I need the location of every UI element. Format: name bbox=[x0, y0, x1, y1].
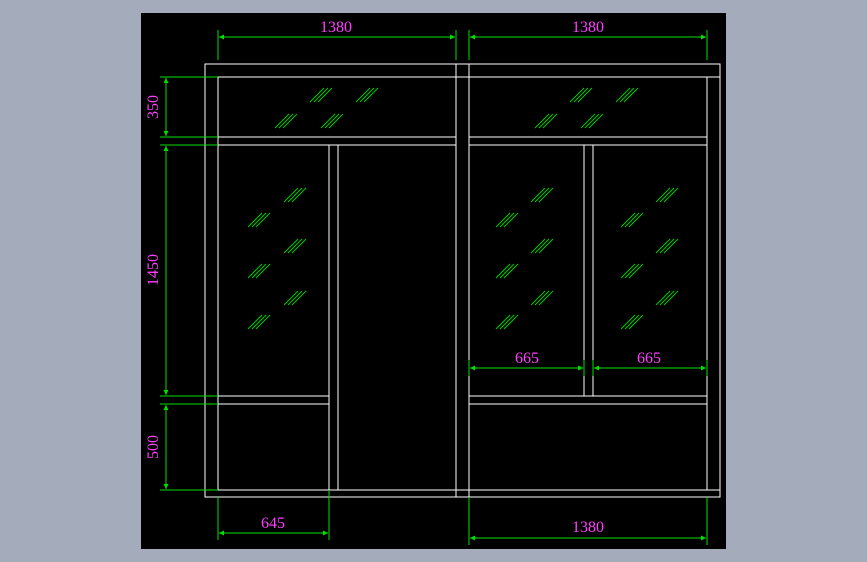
glass-hatch-line bbox=[251, 212, 267, 228]
glass-hatch-line bbox=[530, 238, 546, 254]
glass-hatch-line bbox=[251, 263, 267, 279]
glass-hatch-line bbox=[328, 113, 344, 129]
glass-hatch-line bbox=[534, 113, 550, 129]
glass-hatch-line bbox=[620, 263, 636, 279]
glass-hatch-line bbox=[624, 314, 640, 330]
glass-hatch-line bbox=[355, 87, 371, 103]
glass-hatch-line bbox=[663, 290, 679, 306]
dim-label-bottom-right: 1380 bbox=[572, 519, 604, 536]
glass-hatch-line bbox=[247, 314, 263, 330]
glass-hatch-line bbox=[309, 87, 325, 103]
glass-hatch-line bbox=[628, 212, 644, 228]
glass-hatch-line bbox=[628, 314, 644, 330]
glass-hatch-line bbox=[282, 113, 298, 129]
glass-hatch-line bbox=[503, 263, 519, 279]
dim-label-base: 500 bbox=[145, 435, 162, 459]
dim-label-door: 1450 bbox=[145, 254, 162, 286]
glass-hatch-line bbox=[577, 87, 593, 103]
glass-hatch-line bbox=[247, 212, 263, 228]
glass-hatch-line bbox=[659, 290, 675, 306]
glass-hatch-line bbox=[580, 113, 596, 129]
glass-hatch-line bbox=[534, 290, 550, 306]
glass-hatch-line bbox=[538, 187, 554, 203]
glass-hatch-line bbox=[495, 263, 511, 279]
glass-hatch-line bbox=[499, 314, 515, 330]
glass-hatch-line bbox=[573, 87, 589, 103]
glass-hatch-line bbox=[287, 238, 303, 254]
dim-label-right-a: 665 bbox=[515, 350, 539, 367]
glass-hatch-line bbox=[283, 238, 299, 254]
glass-hatch-line bbox=[283, 290, 299, 306]
glass-hatch-line bbox=[663, 187, 679, 203]
dim-label-top-right: 1380 bbox=[572, 19, 604, 36]
glass-hatch-line bbox=[251, 314, 267, 330]
glass-hatch-line bbox=[283, 187, 299, 203]
glass-hatch-line bbox=[623, 87, 639, 103]
glass-hatch-line bbox=[655, 238, 671, 254]
glass-hatch-line bbox=[274, 113, 290, 129]
dimension-lines bbox=[160, 30, 708, 545]
glass-hatch-line bbox=[291, 290, 307, 306]
glass-hatch-line bbox=[628, 263, 644, 279]
glass-hatch-line bbox=[659, 187, 675, 203]
glass-hatch-line bbox=[278, 113, 294, 129]
glass-hatch-group bbox=[247, 87, 679, 330]
glass-hatch-line bbox=[620, 212, 636, 228]
dim-label-transom: 350 bbox=[145, 95, 162, 119]
glass-hatch-line bbox=[620, 314, 636, 330]
glass-hatch-line bbox=[530, 290, 546, 306]
glass-hatch-line bbox=[287, 290, 303, 306]
glass-hatch-line bbox=[624, 263, 640, 279]
glass-hatch-line bbox=[255, 263, 271, 279]
dim-label-right-b: 665 bbox=[637, 350, 661, 367]
glass-hatch-line bbox=[247, 263, 263, 279]
glass-hatch-line bbox=[659, 238, 675, 254]
glass-hatch-line bbox=[655, 187, 671, 203]
dim-label-left-panel: 645 bbox=[261, 515, 285, 532]
window-frame bbox=[204, 63, 721, 498]
glass-hatch-line bbox=[313, 87, 329, 103]
glass-hatch-line bbox=[495, 212, 511, 228]
dim-label-top-left: 1380 bbox=[320, 19, 352, 36]
glass-hatch-line bbox=[538, 113, 554, 129]
glass-hatch-line bbox=[534, 187, 550, 203]
glass-hatch-line bbox=[320, 113, 336, 129]
glass-hatch-line bbox=[291, 187, 307, 203]
glass-hatch-line bbox=[542, 113, 558, 129]
glass-hatch-line bbox=[255, 212, 271, 228]
drawing-area bbox=[141, 13, 726, 549]
glass-hatch-line bbox=[324, 113, 340, 129]
glass-hatch-line bbox=[615, 87, 631, 103]
glass-hatch-line bbox=[624, 212, 640, 228]
glass-hatch-line bbox=[530, 187, 546, 203]
glass-hatch-line bbox=[495, 314, 511, 330]
glass-hatch-line bbox=[663, 238, 679, 254]
glass-hatch-line bbox=[538, 238, 554, 254]
glass-hatch-line bbox=[655, 290, 671, 306]
glass-hatch-line bbox=[534, 238, 550, 254]
glass-hatch-line bbox=[588, 113, 604, 129]
glass-hatch-line bbox=[503, 212, 519, 228]
glass-hatch-line bbox=[619, 87, 635, 103]
glass-hatch-line bbox=[569, 87, 585, 103]
glass-hatch-line bbox=[291, 238, 307, 254]
glass-hatch-line bbox=[287, 187, 303, 203]
glass-hatch-line bbox=[359, 87, 375, 103]
glass-hatch-line bbox=[363, 87, 379, 103]
glass-hatch-line bbox=[255, 314, 271, 330]
glass-hatch-line bbox=[503, 314, 519, 330]
outer-frame bbox=[204, 63, 721, 498]
glass-hatch-line bbox=[317, 87, 333, 103]
glass-hatch-line bbox=[499, 212, 515, 228]
glass-hatch-line bbox=[538, 290, 554, 306]
glass-hatch-line bbox=[584, 113, 600, 129]
glass-hatch-line bbox=[499, 263, 515, 279]
